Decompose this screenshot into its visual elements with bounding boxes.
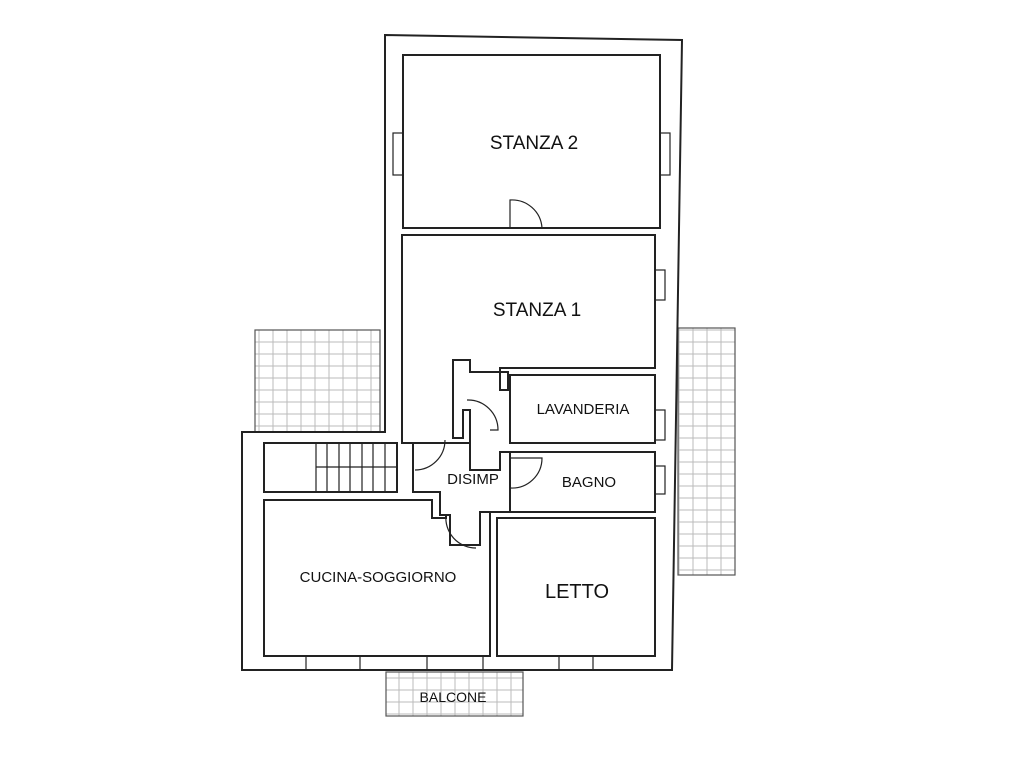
stair-steps bbox=[315, 443, 397, 492]
label-cucina-soggiorno: CUCINA-SOGGIORNO bbox=[300, 569, 457, 586]
label-balcone: BALCONE bbox=[420, 689, 487, 705]
door-swings bbox=[414, 199, 543, 549]
label-letto: LETTO bbox=[545, 581, 609, 603]
terrace-left bbox=[254, 329, 381, 433]
label-stanza-1: STANZA 1 bbox=[493, 300, 581, 321]
terrace-right bbox=[677, 327, 736, 576]
balcony bbox=[385, 671, 524, 717]
room-disimp bbox=[412, 442, 511, 546]
room-bagno bbox=[509, 451, 656, 513]
label-stanza-2: STANZA 2 bbox=[490, 133, 578, 154]
label-lavanderia: LAVANDERIA bbox=[537, 401, 630, 418]
room-lavanderia bbox=[509, 374, 656, 444]
label-disimp: DISIMP bbox=[447, 471, 499, 488]
label-bagno: BAGNO bbox=[562, 474, 616, 491]
windows bbox=[305, 132, 671, 671]
